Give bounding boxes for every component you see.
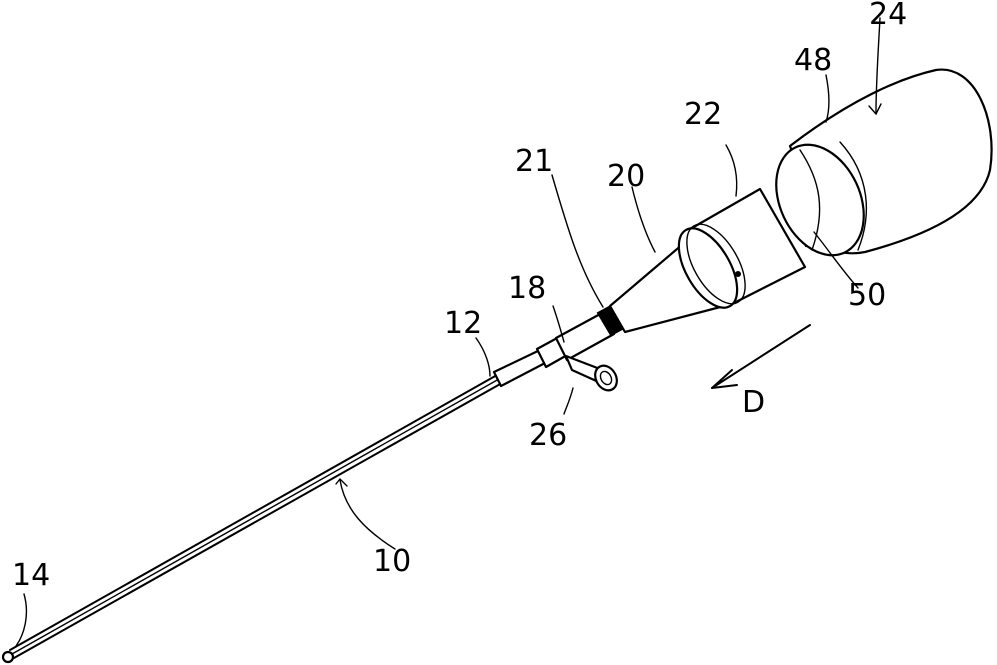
label-direction: D [742, 385, 765, 420]
distal-tip [3, 652, 13, 662]
label-48: 48 [794, 43, 832, 78]
label-21: 21 [515, 144, 553, 179]
label-24: 24 [869, 0, 907, 32]
label-50: 50 [848, 278, 886, 313]
label-12: 12 [444, 306, 482, 341]
label-10: 10 [373, 544, 411, 579]
large-cap [759, 70, 991, 270]
label-22: 22 [684, 97, 722, 132]
label-14: 14 [12, 558, 50, 593]
label-18: 18 [508, 271, 546, 306]
label-20: 20 [607, 159, 645, 194]
direction-arrow [712, 325, 810, 388]
label-26: 26 [529, 418, 567, 453]
catheter-shaft [3, 375, 502, 662]
reference-numerals: 14 10 12 18 26 21 20 22 48 24 50 D [12, 0, 907, 593]
